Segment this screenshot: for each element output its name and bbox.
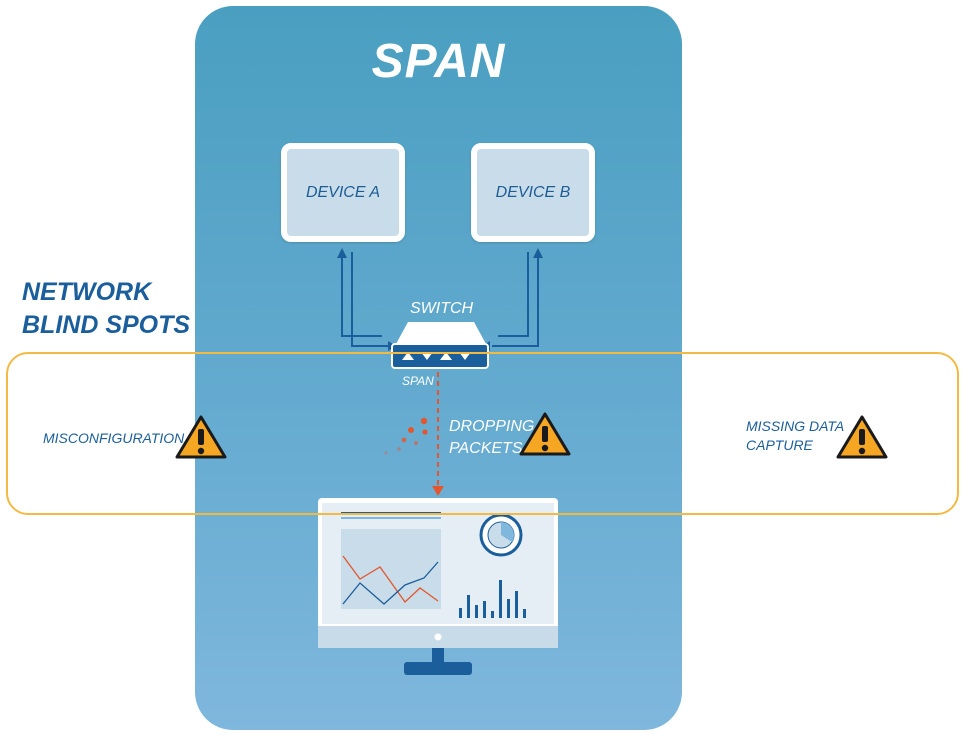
blind-spots-frame [6,352,959,515]
device-b-label: DEVICE B [495,183,571,201]
warning-icon [519,412,571,456]
span-port-label: SPAN [402,374,434,388]
warning-icon [836,415,888,459]
switch-icon [391,322,489,369]
dropped-packets [384,417,428,455]
device-a-label: DEVICE A [305,183,381,201]
blind-spots-heading: NETWORK BLIND SPOTS [22,276,190,342]
device-a-box: DEVICE A [281,143,405,242]
dropping-packets-label: DROPPING PACKETS [449,416,534,460]
panel-title: SPAN [371,35,506,88]
dropping-line-2: PACKETS [449,440,523,457]
connection-arrow-b [482,248,543,351]
missing-data-label: MISSING DATA CAPTURE [746,417,844,455]
connection-arrow-a [337,248,396,351]
device-b-box: DEVICE B [471,143,595,242]
monitor-icon [318,498,558,675]
missing-line-2: CAPTURE [746,437,813,453]
flow-arrowhead-icon [432,486,444,496]
dropping-line-1: DROPPING [449,418,535,435]
misconfiguration-label: MISCONFIGURATION [43,430,185,446]
heading-line-2: BLIND SPOTS [22,311,191,339]
missing-line-1: MISSING DATA [746,418,845,434]
warning-icon [175,415,227,459]
heading-line-1: NETWORK [22,278,152,306]
switch-label: SWITCH [410,300,474,317]
